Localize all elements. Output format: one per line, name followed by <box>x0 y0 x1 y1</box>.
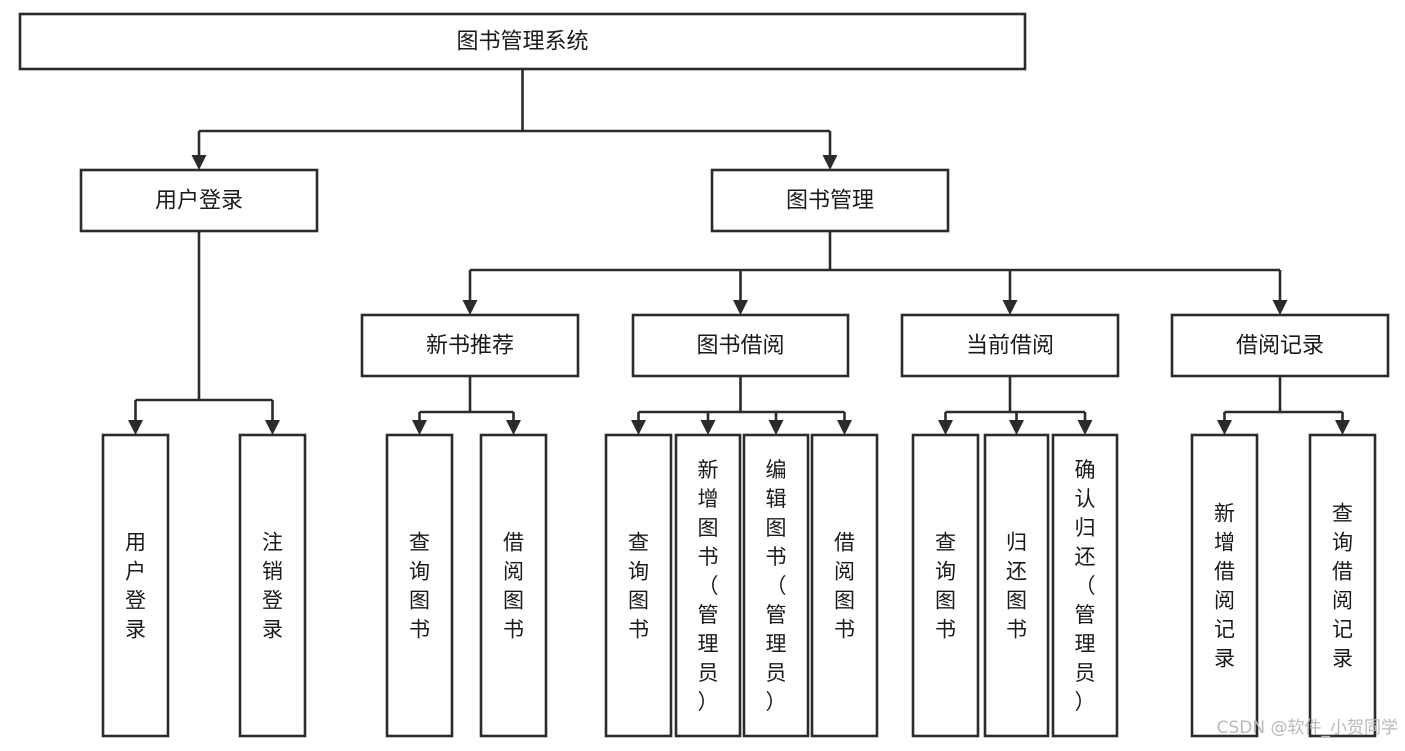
node-book-management-label: 图书管理 <box>786 189 874 214</box>
leaf-node-3-label: 借阅图书 <box>503 531 524 642</box>
leaf-node-9-label: 归还图书 <box>1006 531 1027 642</box>
leaf-node-6[interactable] <box>742 433 810 738</box>
connector-arrowhead <box>822 155 838 170</box>
leaf-node-9[interactable] <box>983 433 1050 738</box>
leaf-node-4[interactable] <box>604 433 673 738</box>
leaf-node-3[interactable] <box>479 433 548 738</box>
connector-arrowhead <box>837 420 852 435</box>
leaf-node-12[interactable] <box>1308 433 1377 738</box>
node-borrow-record-label: 借阅记录 <box>1236 334 1324 359</box>
watermark-label: CSDN @软件_小贺同学 <box>1217 718 1398 738</box>
node-current-borrow[interactable] <box>900 313 1120 378</box>
connector-arrowhead <box>631 420 646 435</box>
leaf-node-0-label: 用户登录 <box>125 531 146 642</box>
leaf-node-12-label: 查询借阅记录 <box>1332 502 1353 671</box>
node-new-book-recommend[interactable] <box>360 313 580 378</box>
connector-layer <box>128 69 1350 435</box>
leaf-node-7[interactable] <box>810 433 879 738</box>
leaf-node-7-label: 借阅图书 <box>834 531 855 642</box>
connector-arrowhead <box>128 420 143 435</box>
leaf-node-4-label: 查询图书 <box>628 531 649 642</box>
connector-arrowhead <box>1009 420 1024 435</box>
node-book-borrow-label: 图书借阅 <box>696 334 784 359</box>
connector-arrowhead <box>1335 420 1350 435</box>
connector-arrowhead <box>1217 420 1232 435</box>
node-borrow-record[interactable] <box>1170 313 1390 378</box>
node-root[interactable] <box>18 12 1027 71</box>
connector-arrowhead <box>506 420 521 435</box>
connector-arrowhead <box>1077 420 1093 435</box>
leaf-node-10[interactable] <box>1051 433 1119 738</box>
leaf-node-2[interactable] <box>385 433 454 738</box>
leaf-node-5[interactable] <box>674 433 742 738</box>
connector-arrowhead <box>700 420 716 435</box>
connector-arrowhead <box>1272 300 1288 315</box>
connector-arrowhead <box>733 300 748 315</box>
node-book-borrow[interactable] <box>631 313 850 378</box>
node-root-label: 图书管理系统 <box>456 30 588 55</box>
connector-arrowhead <box>191 155 207 170</box>
connector-arrowhead <box>462 300 478 315</box>
leaf-node-6-label: 编辑图书（管理员） <box>766 458 787 714</box>
leaf-node-1[interactable] <box>238 433 307 738</box>
leaf-node-0[interactable] <box>101 433 170 738</box>
leaf-node-1-label: 注销登录 <box>262 531 283 642</box>
node-new-book-recommend-label: 新书推荐 <box>426 334 514 359</box>
node-current-borrow-label: 当前借阅 <box>966 334 1054 359</box>
leaf-node-11[interactable] <box>1190 433 1259 738</box>
leaf-node-5-label: 新增图书（管理员） <box>698 458 719 714</box>
leaf-node-10-label: 确认归还（管理员） <box>1075 458 1096 714</box>
connector-arrowhead <box>768 420 784 435</box>
node-user-login-label: 用户登录 <box>155 189 243 214</box>
leaf-node-11-label: 新增借阅记录 <box>1214 502 1235 671</box>
leaf-node-8-label: 查询图书 <box>935 531 956 642</box>
connector-arrowhead <box>412 420 427 435</box>
connector-arrowhead <box>1002 300 1018 315</box>
leaf-node-8[interactable] <box>911 433 980 738</box>
leaf-node-2-label: 查询图书 <box>409 531 430 642</box>
connector-arrowhead <box>938 420 953 435</box>
connector-arrowhead <box>265 420 280 435</box>
node-user-login[interactable] <box>79 168 319 233</box>
node-book-management[interactable] <box>710 168 950 233</box>
node-layer: 图书管理系统用户登录图书管理新书推荐图书借阅当前借阅借阅记录用户登录注销登录查询… <box>18 12 1390 738</box>
